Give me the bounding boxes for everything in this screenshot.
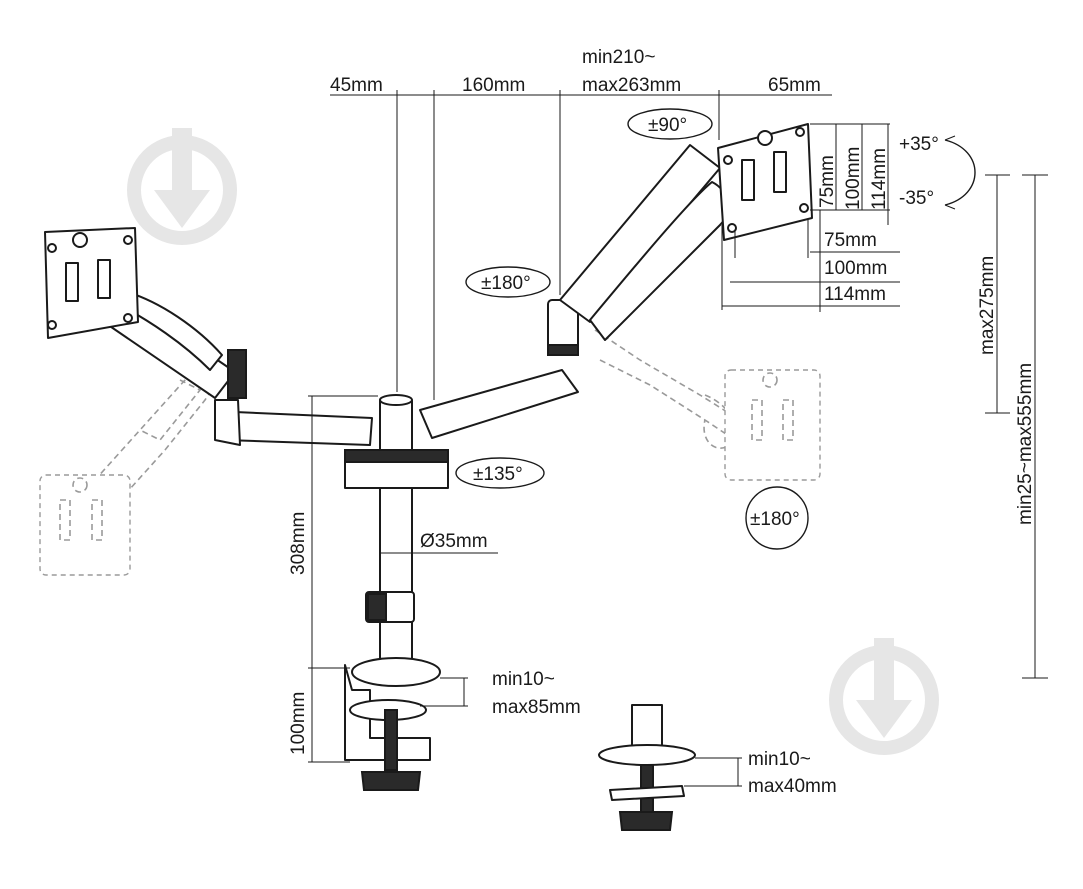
ghost-left-arm: [39, 344, 229, 576]
dimension-labels: 45mm 160mm min210~ max263mm 65mm +35° -3…: [288, 47, 1036, 797]
dim-pole-height: 308mm: [288, 512, 309, 575]
dim-grommet-range-min: min10~: [748, 749, 811, 770]
dim-vesa-horizontal-100: 100mm: [824, 258, 887, 279]
watermark-logo-icon: [829, 638, 939, 755]
rotation-swivel-plate-icon: [627, 108, 713, 140]
dim-clamp-range-min: min10~: [492, 669, 555, 690]
dim-vesa-horizontal-75: 75mm: [824, 230, 877, 251]
dim-pole-diameter: Ø35mm: [420, 531, 488, 552]
dim-pole-offset: 45mm: [330, 75, 383, 96]
dim-plate-offset: 65mm: [768, 75, 821, 96]
dim-height-adjust: max275mm: [977, 256, 998, 355]
dim-grommet-range-max: max40mm: [748, 776, 837, 797]
dimension-lines: [308, 90, 1048, 787]
dim-arm-extension-max: max263mm: [582, 75, 681, 96]
monitor-arm-drawing: [44, 123, 813, 791]
grommet-mount-drawing: [598, 704, 696, 831]
rotation-screen-icon: [745, 486, 809, 550]
dim-vesa-vertical-75: 75mm: [817, 155, 838, 208]
label-arm-rotation: ±180°: [481, 273, 531, 294]
dim-arm-segment: 160mm: [462, 75, 525, 96]
dim-vesa-vertical-114: 114mm: [869, 148, 890, 210]
dim-tilt-down: -35°: [899, 188, 934, 209]
label-base-rotation: ±135°: [473, 464, 523, 485]
label-swivel-plate: ±90°: [648, 115, 687, 136]
watermark-logo-icon: [127, 128, 237, 245]
rotation-base-icon: [455, 457, 545, 489]
dim-clamp-height: 100mm: [288, 692, 309, 755]
dim-clamp-range-max: max85mm: [492, 697, 581, 718]
dim-arm-extension-min: min210~: [582, 47, 655, 68]
label-screen-rotation: ±180°: [750, 509, 800, 530]
rotation-arm-icon: [465, 266, 551, 298]
dim-total-height: min25~max555mm: [1015, 363, 1036, 525]
ghost-right-arm: [594, 329, 821, 481]
dim-vesa-horizontal-114: 114mm: [824, 284, 886, 305]
dim-vesa-vertical-100: 100mm: [843, 147, 864, 210]
dim-tilt-up: +35°: [899, 134, 939, 155]
